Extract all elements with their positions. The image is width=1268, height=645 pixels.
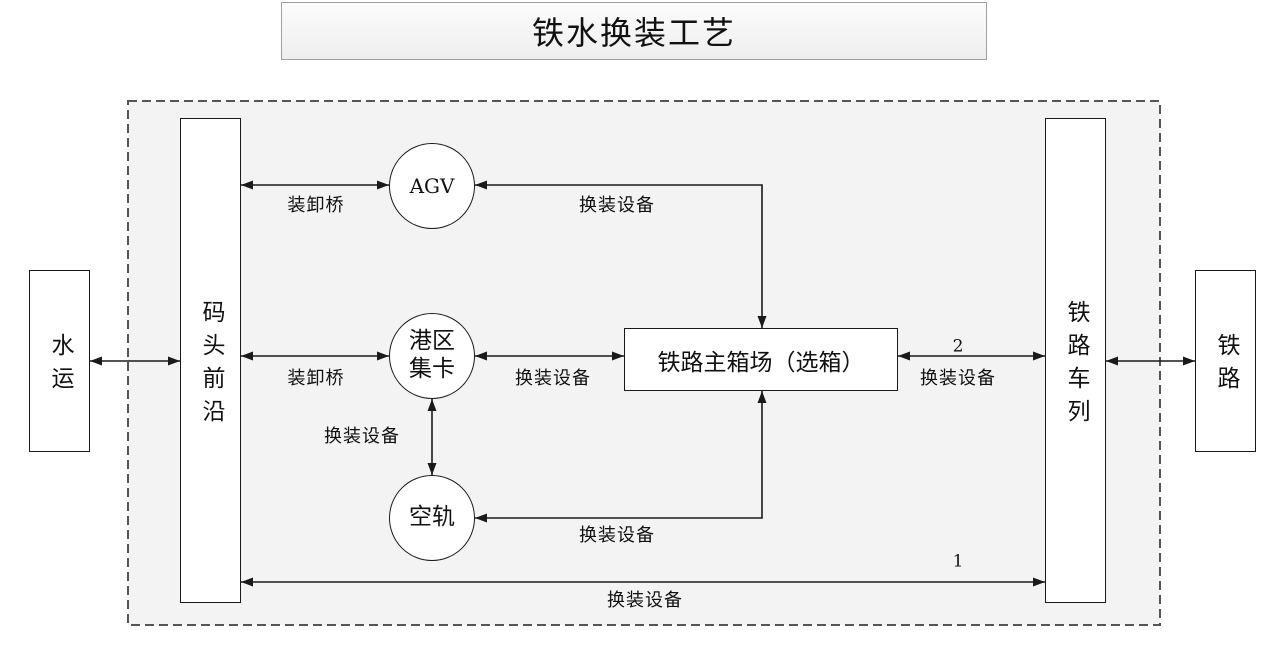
page-title: 铁水换装工艺 [531,15,736,51]
node-quay-front-label: 码头前沿 [198,299,224,432]
edge-number-yard-train: 2 [952,336,964,357]
node-railway-label: 铁路 [1213,333,1239,399]
node-agv-label: AGV [409,174,455,198]
edge-label-truck-yard: 换装设备 [515,368,591,389]
edge-label-yard-train: 换装设备 [920,368,996,389]
edge-number-quay-train: 1 [952,551,964,572]
edge-label-truck-airrail: 换装设备 [324,426,400,447]
title-box: 铁水换装工艺 [281,2,987,60]
node-air-rail: 空轨 [389,475,475,561]
edge-label-agv-yard: 换装设备 [579,195,655,216]
edge-label-airrail-yard: 换装设备 [579,525,655,546]
node-quay-front: 码头前沿 [180,118,241,603]
node-rail-yard-label: 铁路主箱场（选箱） [657,349,865,376]
node-rail-train-label: 铁路车列 [1063,299,1089,432]
node-railway: 铁路 [1195,270,1256,452]
node-port-truck: 港区 集卡 [389,313,475,399]
node-water-transport: 水运 [29,270,90,452]
edge-label-quay-truck: 装卸桥 [287,368,345,389]
arrow-airrail-yard [475,391,767,523]
node-rail-yard: 铁路主箱场（选箱） [624,328,898,391]
node-agv: AGV [389,143,475,229]
arrow-agv-yard [475,180,767,328]
node-rail-train: 铁路车列 [1045,118,1106,603]
node-air-rail-label: 空轨 [409,504,455,531]
node-port-truck-label-line2: 集卡 [409,356,455,382]
node-port-truck-label-line1: 港区 [409,328,455,355]
edge-label-quay-train: 换装设备 [607,590,683,611]
edge-label-quay-agv: 装卸桥 [287,195,345,216]
node-water-transport-label: 水运 [47,333,73,399]
